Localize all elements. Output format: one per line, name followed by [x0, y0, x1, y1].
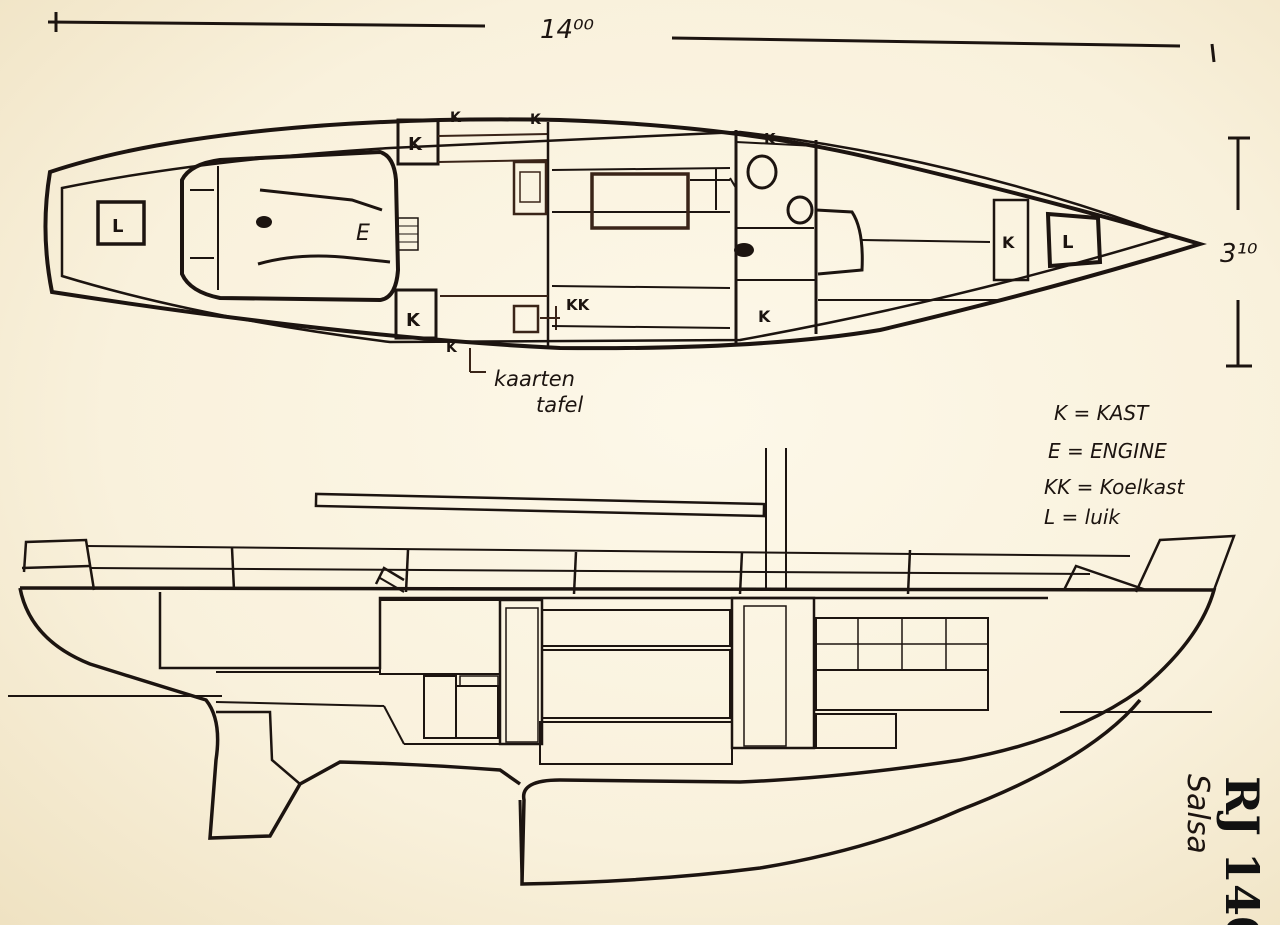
- legend-text: KAST: [1097, 401, 1150, 425]
- fridge-label: KK: [566, 296, 591, 314]
- legend-abbr: KK: [1044, 475, 1072, 499]
- legend-sep: =: [1062, 505, 1079, 529]
- legend: K = KAST E = ENGINE KK = Koelkast L = lu…: [1044, 401, 1185, 529]
- plan-view: E L K K K K K KK: [43, 110, 1207, 417]
- boat-name: Salsa: [1180, 774, 1215, 854]
- locker-label: K: [530, 112, 542, 128]
- legend-abbr: K: [1054, 401, 1069, 425]
- svg-text:L = luik: L = luik: [1044, 505, 1121, 529]
- fore-hatch-label: L: [1062, 232, 1073, 253]
- title-block: RJ 140 Salsa: [1180, 774, 1269, 925]
- mast-icon: [734, 243, 754, 257]
- model-name: RJ 140: [1215, 776, 1269, 925]
- legend-text: luik: [1085, 505, 1122, 529]
- svg-text:KK = Koelkast: KK = Koelkast: [1044, 475, 1185, 499]
- beam-label: 3¹⁰: [1220, 239, 1258, 269]
- length-dimension: 14⁰⁰: [47, 12, 1216, 63]
- engine-marker: E: [356, 221, 370, 246]
- locker-label: K: [406, 310, 421, 331]
- legend-sep: =: [1077, 475, 1094, 499]
- legend-sep: =: [1067, 439, 1084, 463]
- legend-abbr: L: [1044, 505, 1055, 529]
- locker-label: K: [764, 130, 777, 148]
- legend-sep: =: [1073, 401, 1090, 425]
- locker-label: K: [1002, 233, 1015, 252]
- svg-text:K = KAST: K = KAST: [1054, 401, 1150, 425]
- legend-text: ENGINE: [1090, 439, 1167, 463]
- aft-hatch-label: L: [112, 216, 123, 237]
- locker-label: K: [408, 134, 423, 155]
- companionway-steps: [397, 217, 419, 251]
- legend-text: Koelkast: [1100, 475, 1186, 499]
- length-label: 14⁰⁰: [540, 15, 595, 45]
- svg-text:E = ENGINE: E = ENGINE: [1048, 439, 1167, 463]
- legend-abbr: E: [1048, 439, 1061, 463]
- locker-label: K: [758, 307, 771, 326]
- beam-dimension: 3¹⁰: [1220, 136, 1258, 368]
- helm-icon: [256, 216, 272, 228]
- profile-view: [8, 448, 1236, 886]
- chart-table-label-1: kaarten: [494, 367, 575, 391]
- chart-table-label-2: tafel: [536, 393, 583, 417]
- locker-label: K: [446, 340, 458, 356]
- locker-label: K: [450, 110, 462, 126]
